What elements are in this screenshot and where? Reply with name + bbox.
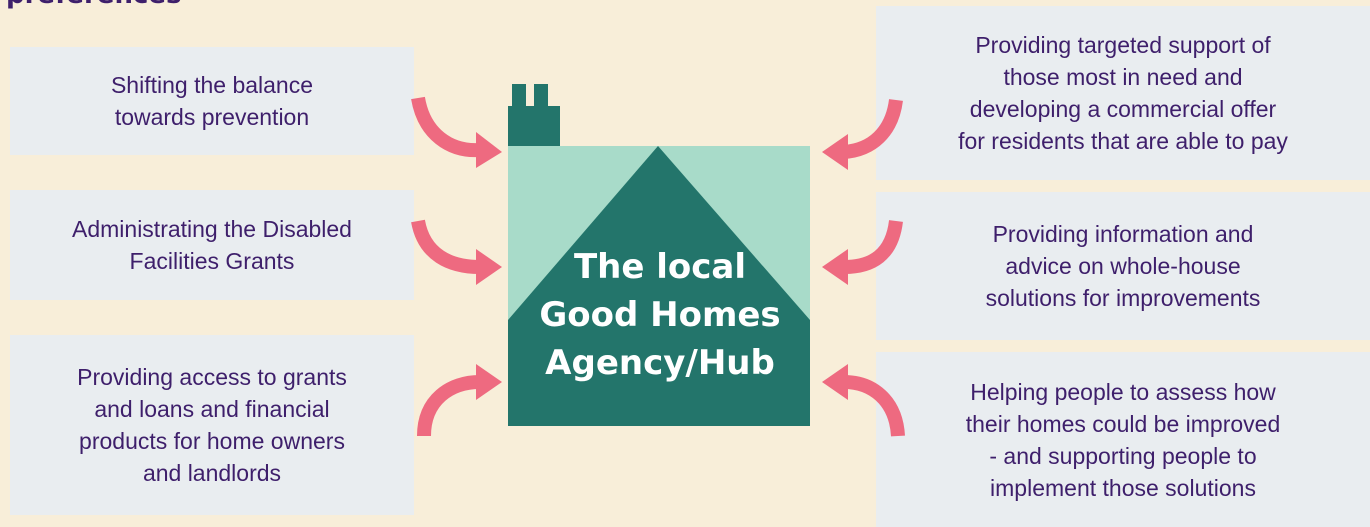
curved-arrow-icon bbox=[816, 215, 916, 295]
curved-arrow-icon bbox=[410, 360, 510, 440]
box-line: Shifting the balance bbox=[110, 72, 314, 98]
box-line: towards prevention bbox=[114, 104, 310, 130]
box-line: developing a commercial offer bbox=[969, 96, 1277, 122]
curved-arrow-icon bbox=[816, 360, 916, 440]
box-line: Helping people to assess how bbox=[970, 378, 1276, 405]
service-box-prevention: Shifting the balance towards prevention bbox=[10, 47, 414, 155]
box-line: implement those solutions bbox=[990, 474, 1256, 501]
box-line: Providing targeted support of bbox=[975, 32, 1271, 58]
box-line: for residents that are able to pay bbox=[958, 128, 1288, 154]
hub-label-line: The local bbox=[573, 247, 747, 287]
box-line: Providing information and bbox=[992, 221, 1254, 247]
box-line: their homes could be improved bbox=[965, 410, 1281, 437]
box-line: solutions for improvements bbox=[985, 285, 1261, 311]
box-line: Administrating the Disabled bbox=[72, 216, 352, 242]
curved-arrow-icon bbox=[410, 215, 510, 295]
box-line: - and supporting people to bbox=[989, 442, 1257, 469]
box-line: Providing access to grants bbox=[77, 364, 347, 390]
box-line: those most in need and bbox=[1003, 64, 1243, 90]
curved-arrow-icon bbox=[410, 88, 510, 168]
box-line: and loans and financial bbox=[94, 396, 330, 422]
chimney-base bbox=[508, 106, 560, 146]
house-graphic bbox=[500, 80, 820, 430]
curved-arrow-icon bbox=[816, 90, 916, 170]
service-box-assess-homes: Helping people to assess how their homes… bbox=[876, 352, 1370, 527]
box-line: products for home owners bbox=[79, 428, 345, 454]
chimney-right bbox=[534, 84, 548, 108]
service-box-disabled-facilities-grants: Administrating the Disabled Facilities G… bbox=[10, 190, 414, 300]
hub-label-line: Agency/Hub bbox=[545, 343, 775, 383]
page-heading: preferences bbox=[6, 0, 182, 8]
service-box-grants-and-loans: Providing access to grants and loans and… bbox=[10, 335, 414, 515]
service-box-information-advice: Providing information and advice on whol… bbox=[876, 192, 1370, 340]
chimney-left bbox=[512, 84, 526, 108]
hub-label: The local Good Homes Agency/Hub bbox=[508, 243, 812, 387]
box-line: Facilities Grants bbox=[129, 248, 295, 274]
house-roof-dark bbox=[508, 146, 810, 426]
hub-label-line: Good Homes bbox=[539, 295, 781, 335]
box-line: advice on whole-house bbox=[1005, 253, 1241, 279]
service-box-targeted-support: Providing targeted support of those most… bbox=[876, 6, 1370, 180]
box-line: and landlords bbox=[142, 460, 282, 486]
